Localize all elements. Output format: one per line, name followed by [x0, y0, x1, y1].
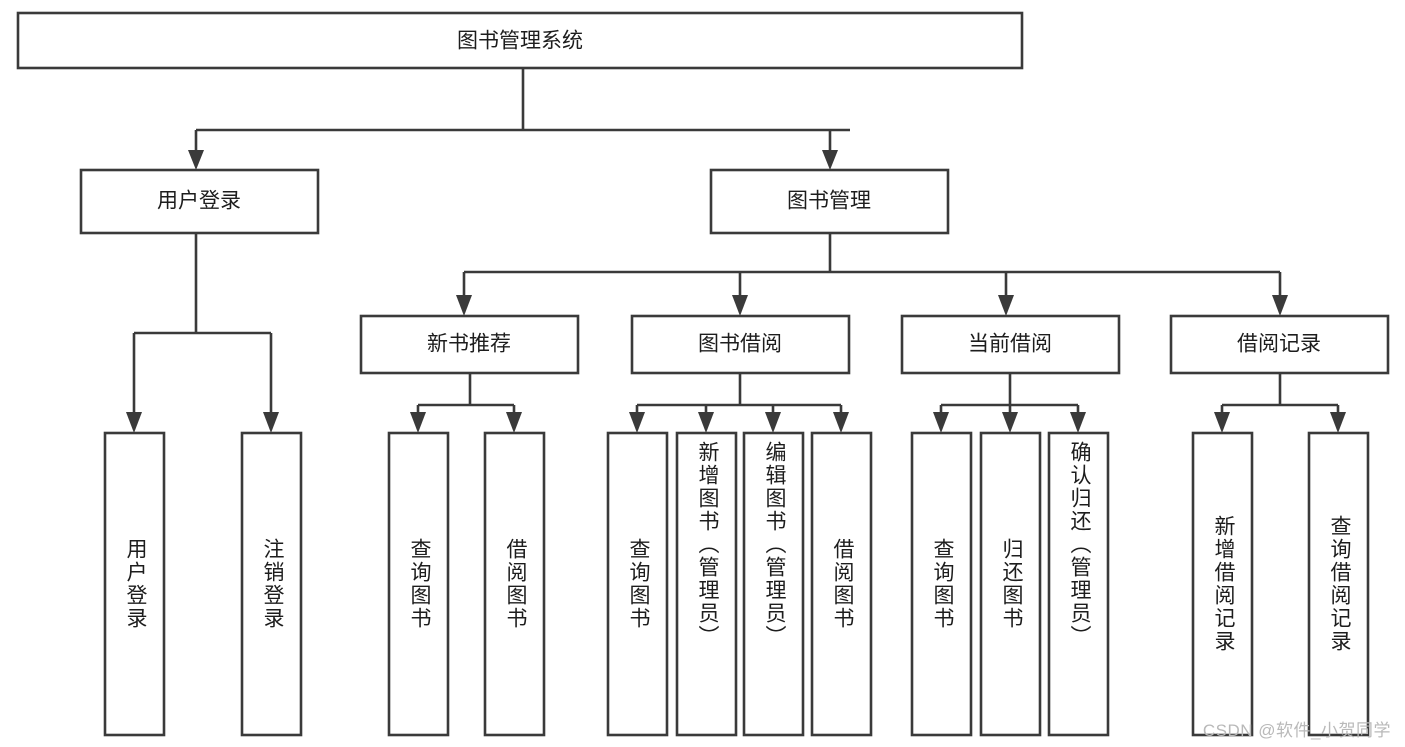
node-current-borrow[interactable]: 当前借阅	[900, 314, 1121, 375]
leaf-box-borrow-book-2[interactable]	[810, 431, 873, 737]
node-root[interactable]: 图书管理系统	[16, 11, 1024, 70]
leaf-box-query-book-3[interactable]	[910, 431, 973, 737]
node-root-label: 图书管理系统	[457, 30, 583, 53]
leaf-box-query-book-2[interactable]	[606, 431, 669, 737]
node-new-book-recommend[interactable]: 新书推荐	[359, 314, 580, 375]
connector-borrowrecord-to-leaves	[1214, 373, 1346, 433]
node-book-borrow[interactable]: 图书借阅	[630, 314, 851, 375]
node-new-book-recommend-label: 新书推荐	[427, 333, 511, 356]
watermark-text: CSDN @软件_小贺同学	[1202, 721, 1391, 740]
leaf-box-confirm-return[interactable]	[1047, 431, 1110, 737]
connector-currentborrow-to-leaves	[933, 373, 1086, 433]
connector-userlogin-to-leaves	[126, 233, 279, 433]
leaf-box-logout[interactable]	[240, 431, 303, 737]
connector-bookborrow-to-leaves	[629, 373, 849, 433]
connector-bookmanage-to-level3	[456, 233, 1288, 316]
leaf-box-return-book[interactable]	[979, 431, 1042, 737]
leaf-box-query-book-1[interactable]	[387, 431, 450, 737]
leaf-box-query-record[interactable]	[1307, 431, 1370, 737]
connector-newbook-to-leaves	[410, 373, 522, 433]
node-current-borrow-label: 当前借阅	[968, 333, 1052, 356]
node-borrow-record[interactable]: 借阅记录	[1169, 314, 1390, 375]
leaf-box-borrow-book-1[interactable]	[483, 431, 546, 737]
leaf-box-edit-book[interactable]	[742, 431, 805, 737]
leaf-box-user-login[interactable]	[103, 431, 166, 737]
node-borrow-record-label: 借阅记录	[1237, 333, 1321, 356]
node-book-manage-label: 图书管理	[787, 190, 871, 213]
node-user-login-label: 用户登录	[157, 190, 241, 213]
node-user-login[interactable]: 用户登录	[79, 168, 320, 235]
leaf-boxes	[103, 431, 1370, 737]
leaf-box-add-book[interactable]	[675, 431, 738, 737]
node-book-manage[interactable]: 图书管理	[709, 168, 950, 235]
connector-root-to-level2	[188, 68, 850, 170]
node-book-borrow-label: 图书借阅	[698, 333, 782, 356]
leaf-box-add-record[interactable]	[1191, 431, 1254, 737]
